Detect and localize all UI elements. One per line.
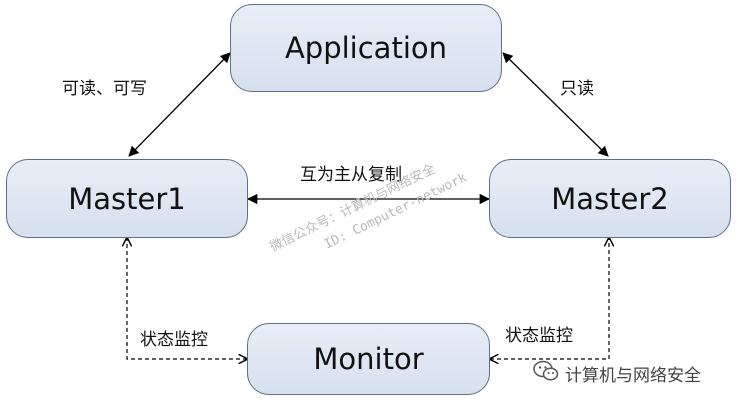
master1-node: Master1 [6, 159, 248, 238]
label-mutual-replication: 互为主从复制 [300, 165, 402, 185]
edge-app-master2 [502, 52, 609, 157]
wechat-icon [533, 360, 559, 387]
label-monitor-right: 状态监控 [505, 326, 573, 346]
brand: 计算机与网络安全 [533, 360, 701, 387]
label-monitor-left: 状态监控 [140, 330, 208, 350]
edge-monitor-master1 [127, 238, 247, 359]
master2-node: Master2 [489, 159, 731, 238]
application-node: Application [230, 4, 502, 92]
monitor-node: Monitor [247, 323, 490, 395]
label-read-only: 只读 [560, 79, 594, 99]
label-read-write: 可读、可写 [62, 79, 147, 99]
edge-app-master1 [128, 52, 231, 157]
brand-text: 计算机与网络安全 [565, 366, 701, 386]
edge-monitor-master2 [490, 238, 609, 359]
